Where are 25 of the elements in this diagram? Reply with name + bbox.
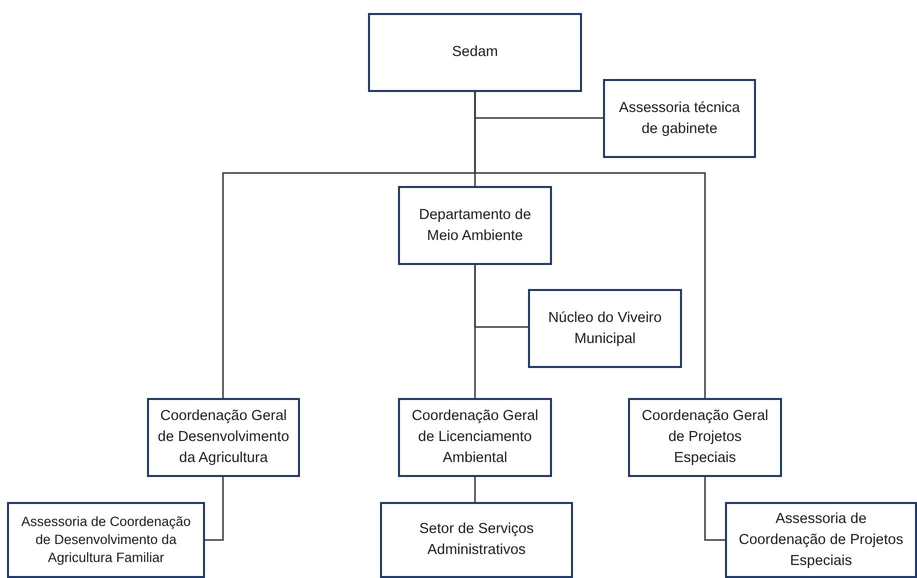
connector-line (474, 477, 476, 502)
org-box (528, 289, 682, 368)
unit-name: Departamento de Meio Ambiente (418, 206, 532, 246)
unit-name: Assessoria de Coordenação de Projetos Especiais (738, 510, 904, 570)
unit-name: Coordenação Geral de Projetos Especiais (640, 407, 770, 468)
unit-name: Assessoria técnica de gabinete (618, 98, 741, 138)
org-box (368, 13, 582, 92)
unit-name: Assessoria de Coordenação de Desenvolvimento da Agricultura Familiar (20, 513, 192, 567)
unit-name: Núcleo do Viveiro Municipal (547, 308, 663, 348)
org-box (725, 502, 917, 578)
connector-line (474, 265, 476, 398)
connector-line (474, 92, 706, 398)
connector-line (205, 477, 224, 541)
org-box (7, 502, 205, 578)
connector-line (704, 477, 725, 541)
org-box (147, 398, 300, 477)
org-box (398, 186, 552, 265)
org-box (628, 398, 782, 477)
unit-name: Sedam (452, 43, 498, 62)
org-box (398, 398, 552, 477)
unit-name: Coordenação Geral de Licenciamento Ambiental (410, 407, 540, 468)
org-box (603, 79, 756, 158)
unit-name: Coordenação Geral de Desenvolvimento da Agricultura (156, 407, 290, 468)
org-box (380, 502, 573, 578)
unit-name: Setor de Serviços Administrativos (418, 520, 535, 560)
